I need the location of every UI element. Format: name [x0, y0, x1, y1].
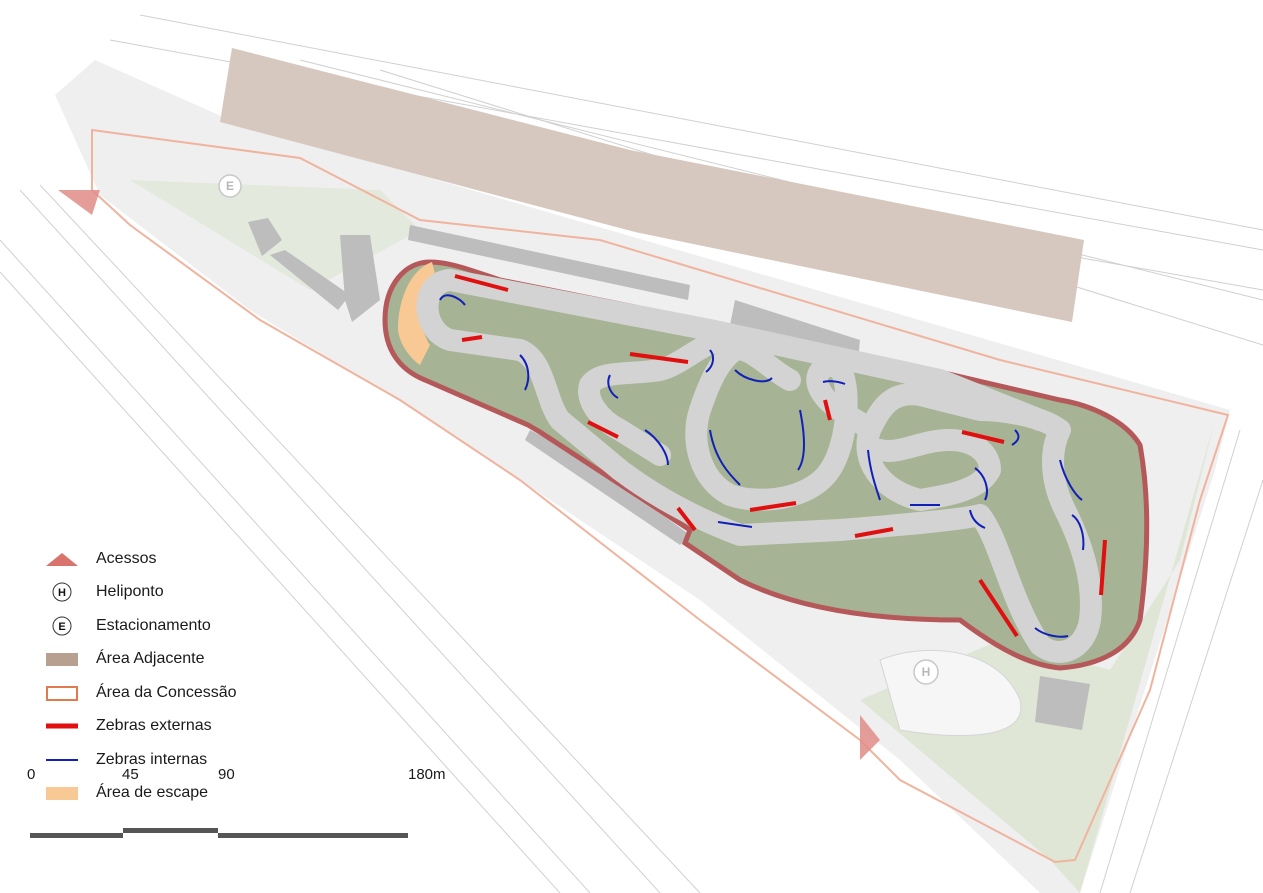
- parking-marker-label: E: [226, 179, 234, 193]
- concession-area: [91, 128, 1230, 864]
- zebras-externas: [454, 274, 1107, 638]
- parking-icon-letter: E: [58, 621, 65, 633]
- helipad-icon: H: [52, 582, 72, 602]
- adjacent-area: [220, 48, 1084, 322]
- helipad-marker-label: H: [922, 665, 931, 679]
- scale-label-45: 45: [122, 766, 139, 783]
- track-infield: [382, 259, 1150, 671]
- helipad-marker: H: [879, 649, 1022, 737]
- zebra-int-line-icon: [46, 758, 78, 761]
- parking-marker: E: [218, 174, 242, 198]
- parking-icon: E: [52, 616, 72, 636]
- scale-bar: [30, 828, 408, 838]
- scale-label-180: 180m: [408, 766, 446, 783]
- scale-segment-1: [30, 833, 123, 838]
- zebras-internas: [439, 294, 1085, 638]
- zebra-ext-line-icon: [46, 723, 78, 729]
- adjacent-swatch-icon: [46, 653, 78, 667]
- race-track: [416, 269, 1102, 663]
- access-marker-bottom: [860, 715, 880, 760]
- escape-swatch-icon: [46, 787, 78, 801]
- scale-segment-3: [218, 833, 408, 838]
- scale-segment-2: [123, 828, 218, 833]
- concession-swatch-icon: [46, 685, 78, 701]
- triangle-icon: [46, 552, 78, 566]
- scale-label-0: 0: [27, 766, 36, 783]
- access-marker-top: [58, 190, 100, 215]
- helipad-icon-letter: H: [58, 587, 66, 599]
- track-main-straight: [439, 269, 1051, 431]
- scale-label-90: 90: [218, 766, 235, 783]
